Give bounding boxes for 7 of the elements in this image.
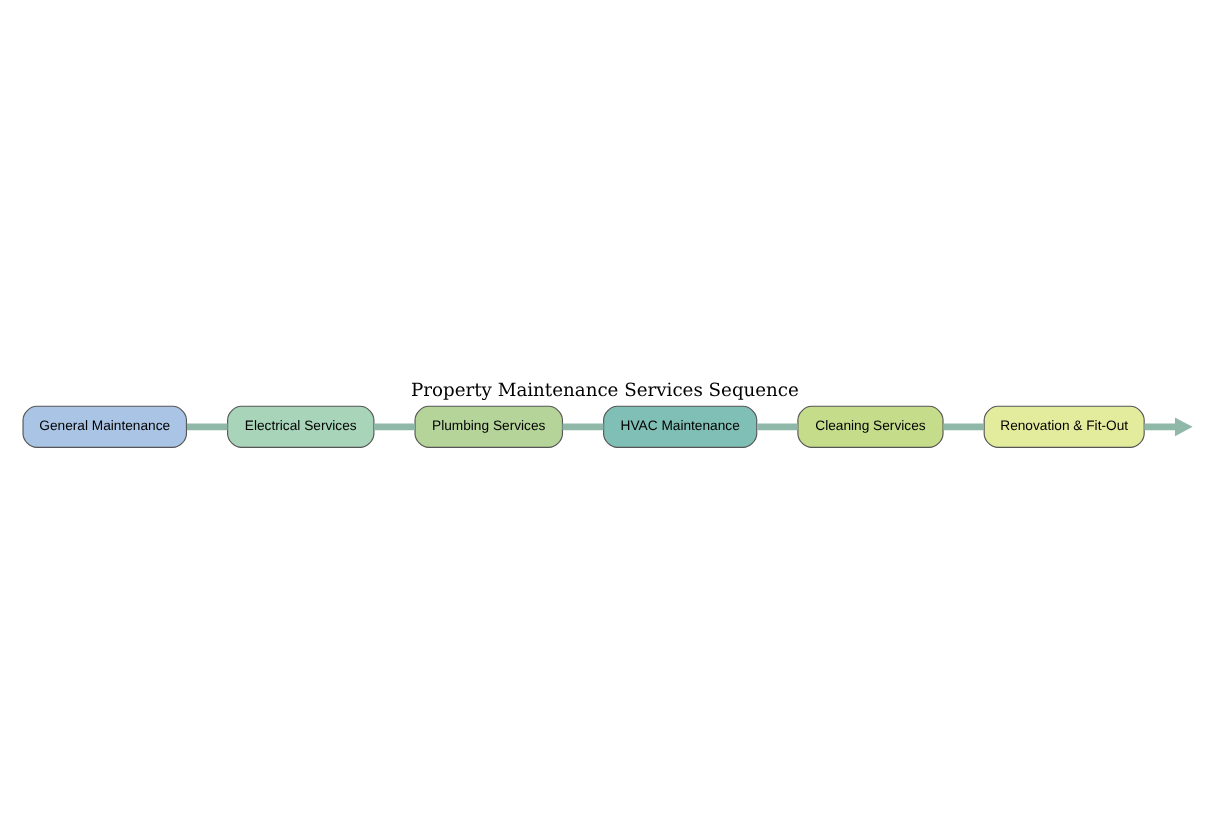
connector [374, 423, 415, 431]
connector [757, 423, 798, 431]
connector [562, 423, 604, 431]
connector [186, 423, 228, 431]
diagram-title: Property Maintenance Services Sequence [411, 381, 799, 402]
connector [943, 423, 985, 431]
arrow [1144, 417, 1193, 437]
